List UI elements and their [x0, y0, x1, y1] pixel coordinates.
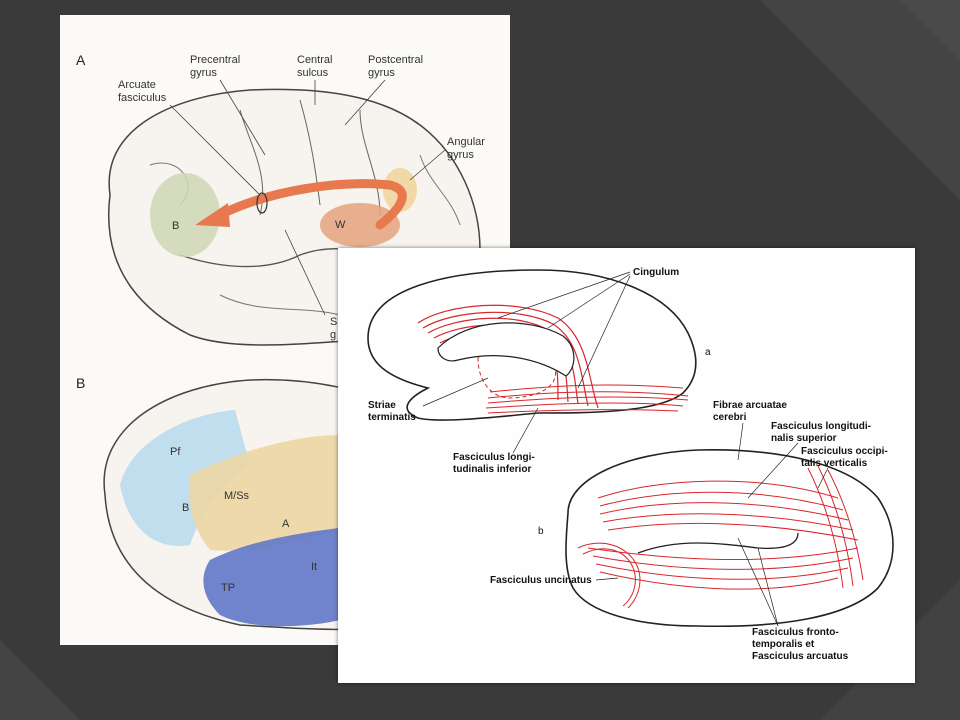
clipped-label-1: S	[330, 316, 337, 328]
precentral-label-2: gyrus	[190, 67, 217, 79]
sub-b-letter: b	[538, 526, 544, 537]
striae-label-1: Striae	[368, 400, 396, 411]
fls-label-2: nalis superior	[771, 433, 837, 444]
broca-letter: B	[172, 220, 179, 232]
fronto-label-1: Fasciculus fronto-	[752, 627, 839, 638]
mss-label: M/Ss	[224, 490, 250, 502]
fov-label-2: talis verticalis	[801, 458, 868, 469]
prefrontal-region	[120, 410, 250, 546]
angular-label-2: gyrus	[447, 149, 474, 161]
a-label: A	[282, 518, 290, 530]
postcentral-label-2: gyrus	[368, 67, 395, 79]
right-leader-lines	[422, 271, 829, 627]
superior-longitudinal-fibers	[597, 480, 859, 541]
corpus-callosum	[437, 322, 575, 377]
fli-fibers	[485, 384, 689, 414]
uncinatus-label: Fasciculus uncinatus	[490, 575, 592, 586]
b-label: B	[182, 502, 189, 514]
motor-sensory-region	[189, 435, 360, 551]
right-figure-svg: Cingulum a Striae terminatis Fasciculus …	[367, 267, 894, 662]
striae-label-2: terminatis	[368, 412, 416, 423]
right-figure-panel: Cingulum a Striae terminatis Fasciculus …	[338, 248, 915, 683]
panel-a-leader-lines	[169, 79, 446, 316]
arcuate-arrow	[215, 179, 407, 230]
brain-lateral-outline	[565, 449, 894, 628]
fronto-label-2: temporalis et	[752, 639, 815, 650]
fibrae-label-1: Fibrae arcuatae	[713, 400, 787, 411]
temporal-region	[203, 525, 360, 627]
fov-label-1: Fasciculus occipi-	[801, 446, 888, 457]
central-label-2: sulcus	[297, 67, 329, 79]
wernicke-letter: W	[335, 219, 346, 231]
fli-label-1: Fasciculus longi-	[453, 452, 535, 463]
fronto-label-3: Fasciculus arcuatus	[752, 651, 849, 662]
clipped-label-2: g	[330, 329, 336, 341]
pf-label: Pf	[170, 446, 181, 458]
occipital-vertical-fibers	[807, 465, 864, 589]
fli-label-2: tudinalis inferior	[453, 464, 531, 475]
angular-label-1: Angular	[447, 136, 485, 148]
postcentral-label-1: Postcentral	[368, 54, 423, 66]
fibrae-label-2: cerebri	[713, 412, 747, 423]
uncinate-fibers	[577, 542, 641, 609]
precentral-label-1: Precentral	[190, 54, 240, 66]
arcuate-arrow-head	[195, 203, 230, 227]
arcuate-marker	[256, 192, 268, 214]
central-label-1: Central	[297, 54, 332, 66]
wernicke-area-region	[320, 203, 400, 247]
cingulum-label: Cingulum	[633, 267, 679, 278]
broca-area-region	[150, 173, 220, 257]
panel-a-letter: A	[76, 52, 86, 68]
fls-label-1: Fasciculus longitudi-	[771, 421, 871, 432]
fronto-temporal-fibers	[587, 547, 859, 590]
arcuate-label-2: fasciculus	[118, 92, 167, 104]
tp-label: TP	[221, 582, 235, 594]
sub-a-letter: a	[705, 347, 711, 358]
panel-b-letter: B	[76, 375, 85, 391]
arcuate-label-1: Arcuate	[118, 79, 156, 91]
lateral-sulcus	[637, 532, 799, 554]
it-label: It	[311, 561, 317, 573]
